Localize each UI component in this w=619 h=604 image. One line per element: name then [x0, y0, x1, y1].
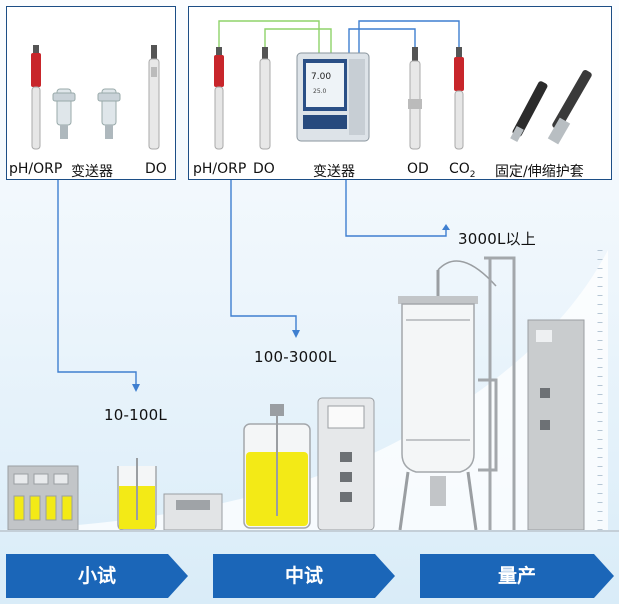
stage-label-production: 量产 [497, 565, 536, 587]
label-co2-text: CO [449, 161, 470, 177]
retractable-housing-icon [547, 70, 592, 145]
label-transmitter: 变送器 [71, 164, 113, 180]
sensor-wires [218, 20, 460, 53]
fixed-housing-icon [510, 81, 548, 143]
label-ph-orp: pH/ORP [9, 161, 63, 177]
production-fermenter-equipment [398, 260, 497, 531]
transmitter-sensor-icon-1 [52, 88, 76, 139]
connector-pilot [230, 180, 297, 330]
transmitter-screen-value: 7.00 [311, 72, 331, 82]
od-sensor-icon [408, 47, 422, 150]
small-sensors-illustration [31, 45, 160, 150]
arrowhead-pilot [292, 330, 300, 338]
connector-small [57, 180, 137, 384]
label-do: DO [145, 161, 167, 177]
do-sensor-icon [148, 45, 160, 150]
small-beaker-equipment [117, 458, 157, 531]
ph-orp-electrode-icon [214, 47, 224, 150]
transmitter-screen-sub: 25.0 [313, 88, 327, 95]
label-co2: CO2 [449, 161, 476, 180]
production-piping-equipment [478, 256, 516, 530]
lab-rack-equipment [7, 465, 79, 531]
arrowhead-production [442, 224, 450, 230]
arrowhead-small [132, 384, 140, 392]
connector-production [345, 180, 447, 237]
transmitter-unit-icon [296, 52, 370, 142]
stage-arrow-production: 量产 [420, 554, 614, 598]
transmitter-sensor-icon-2 [97, 88, 121, 139]
label-od: OD [407, 161, 429, 177]
label-do: DO [253, 161, 275, 177]
stage-arrow-small: 小试 [6, 554, 188, 598]
controller-box-equipment [163, 493, 223, 531]
stage-label-pilot: 中试 [284, 565, 323, 587]
stage-arrow-pilot: 中试 [213, 554, 395, 598]
stage-arrow-small-shape [6, 554, 188, 598]
label-co2-subscript: 2 [469, 169, 476, 180]
scale-label-production: 3000L以上 [458, 230, 536, 248]
pilot-cabinet-equipment [317, 397, 375, 531]
stage-arrow-pilot-shape [213, 554, 395, 598]
do-sensor-icon [259, 47, 271, 150]
large-sensors-illustration: 7.00 25.0 [214, 20, 592, 150]
scale-label-pilot: 100-3000L [254, 348, 337, 366]
stage-arrow-production-shape [420, 554, 614, 598]
sensor-panel-large: 7.00 25.0 pH/ORP DO 变送器 OD CO2 固定/伸缩护套 [188, 6, 612, 180]
sensor-panel-small: pH/ORP 变送器 DO [6, 6, 176, 180]
scale-label-small: 10-100L [104, 406, 167, 424]
pilot-vessel-equipment [243, 404, 311, 529]
production-cabinet-equipment [527, 319, 585, 531]
label-housing: 固定/伸缩护套 [495, 164, 584, 180]
co2-sensor-icon [454, 47, 464, 150]
label-transmitter: 变送器 [313, 164, 355, 180]
label-ph-orp: pH/ORP [193, 161, 247, 177]
connector-lines [57, 180, 447, 384]
stage-label-small: 小试 [77, 565, 116, 587]
ph-orp-electrode-icon [31, 45, 41, 150]
